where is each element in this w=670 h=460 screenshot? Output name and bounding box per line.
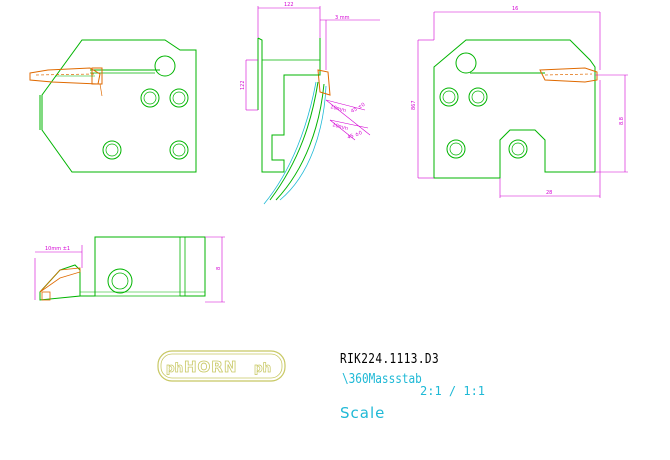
scale-values: 2:1 / 1:1	[420, 384, 486, 398]
clamp-screw-head	[154, 55, 176, 77]
dim-front-top-right: 3 mm	[335, 15, 350, 21]
dim-front-angle-c: 10mm	[331, 122, 348, 132]
dim-front-angle-d: 45 ±0	[347, 130, 363, 141]
dim-front-vertical: 122	[240, 80, 246, 90]
dim-bottom-side: 8	[216, 267, 222, 270]
scale-label: Scale	[340, 404, 386, 422]
screw-head-top	[107, 268, 133, 294]
dim-front-top-left: 122	[284, 2, 294, 8]
dim-right-bottom: 28	[546, 190, 552, 196]
side-view-right	[417, 11, 628, 198]
front-view	[245, 6, 380, 205]
dim-right-side-short: 8.8	[619, 117, 625, 125]
blade-curve	[269, 81, 319, 201]
dim-bottom-top: 10mm ±1	[45, 246, 70, 252]
horn-logo: HORN ph ph	[157, 350, 286, 382]
dim-front-angle-b: 45 ±0	[350, 102, 366, 115]
part-number: RIK224.1113.D3	[340, 352, 440, 367]
svg-text:ph: ph	[166, 361, 183, 375]
dim-right-top: 16	[512, 6, 518, 12]
scale-ratio-label: \360Massstab	[342, 372, 422, 387]
cutting-insert	[29, 67, 101, 85]
dim-front-angle-a: 10mm	[329, 104, 346, 114]
top-view	[34, 236, 225, 303]
dim-right-side-tall: 867	[411, 100, 417, 110]
svg-text:ph: ph	[254, 361, 271, 375]
side-view-left	[29, 39, 197, 173]
svg-text:HORN: HORN	[184, 358, 237, 376]
